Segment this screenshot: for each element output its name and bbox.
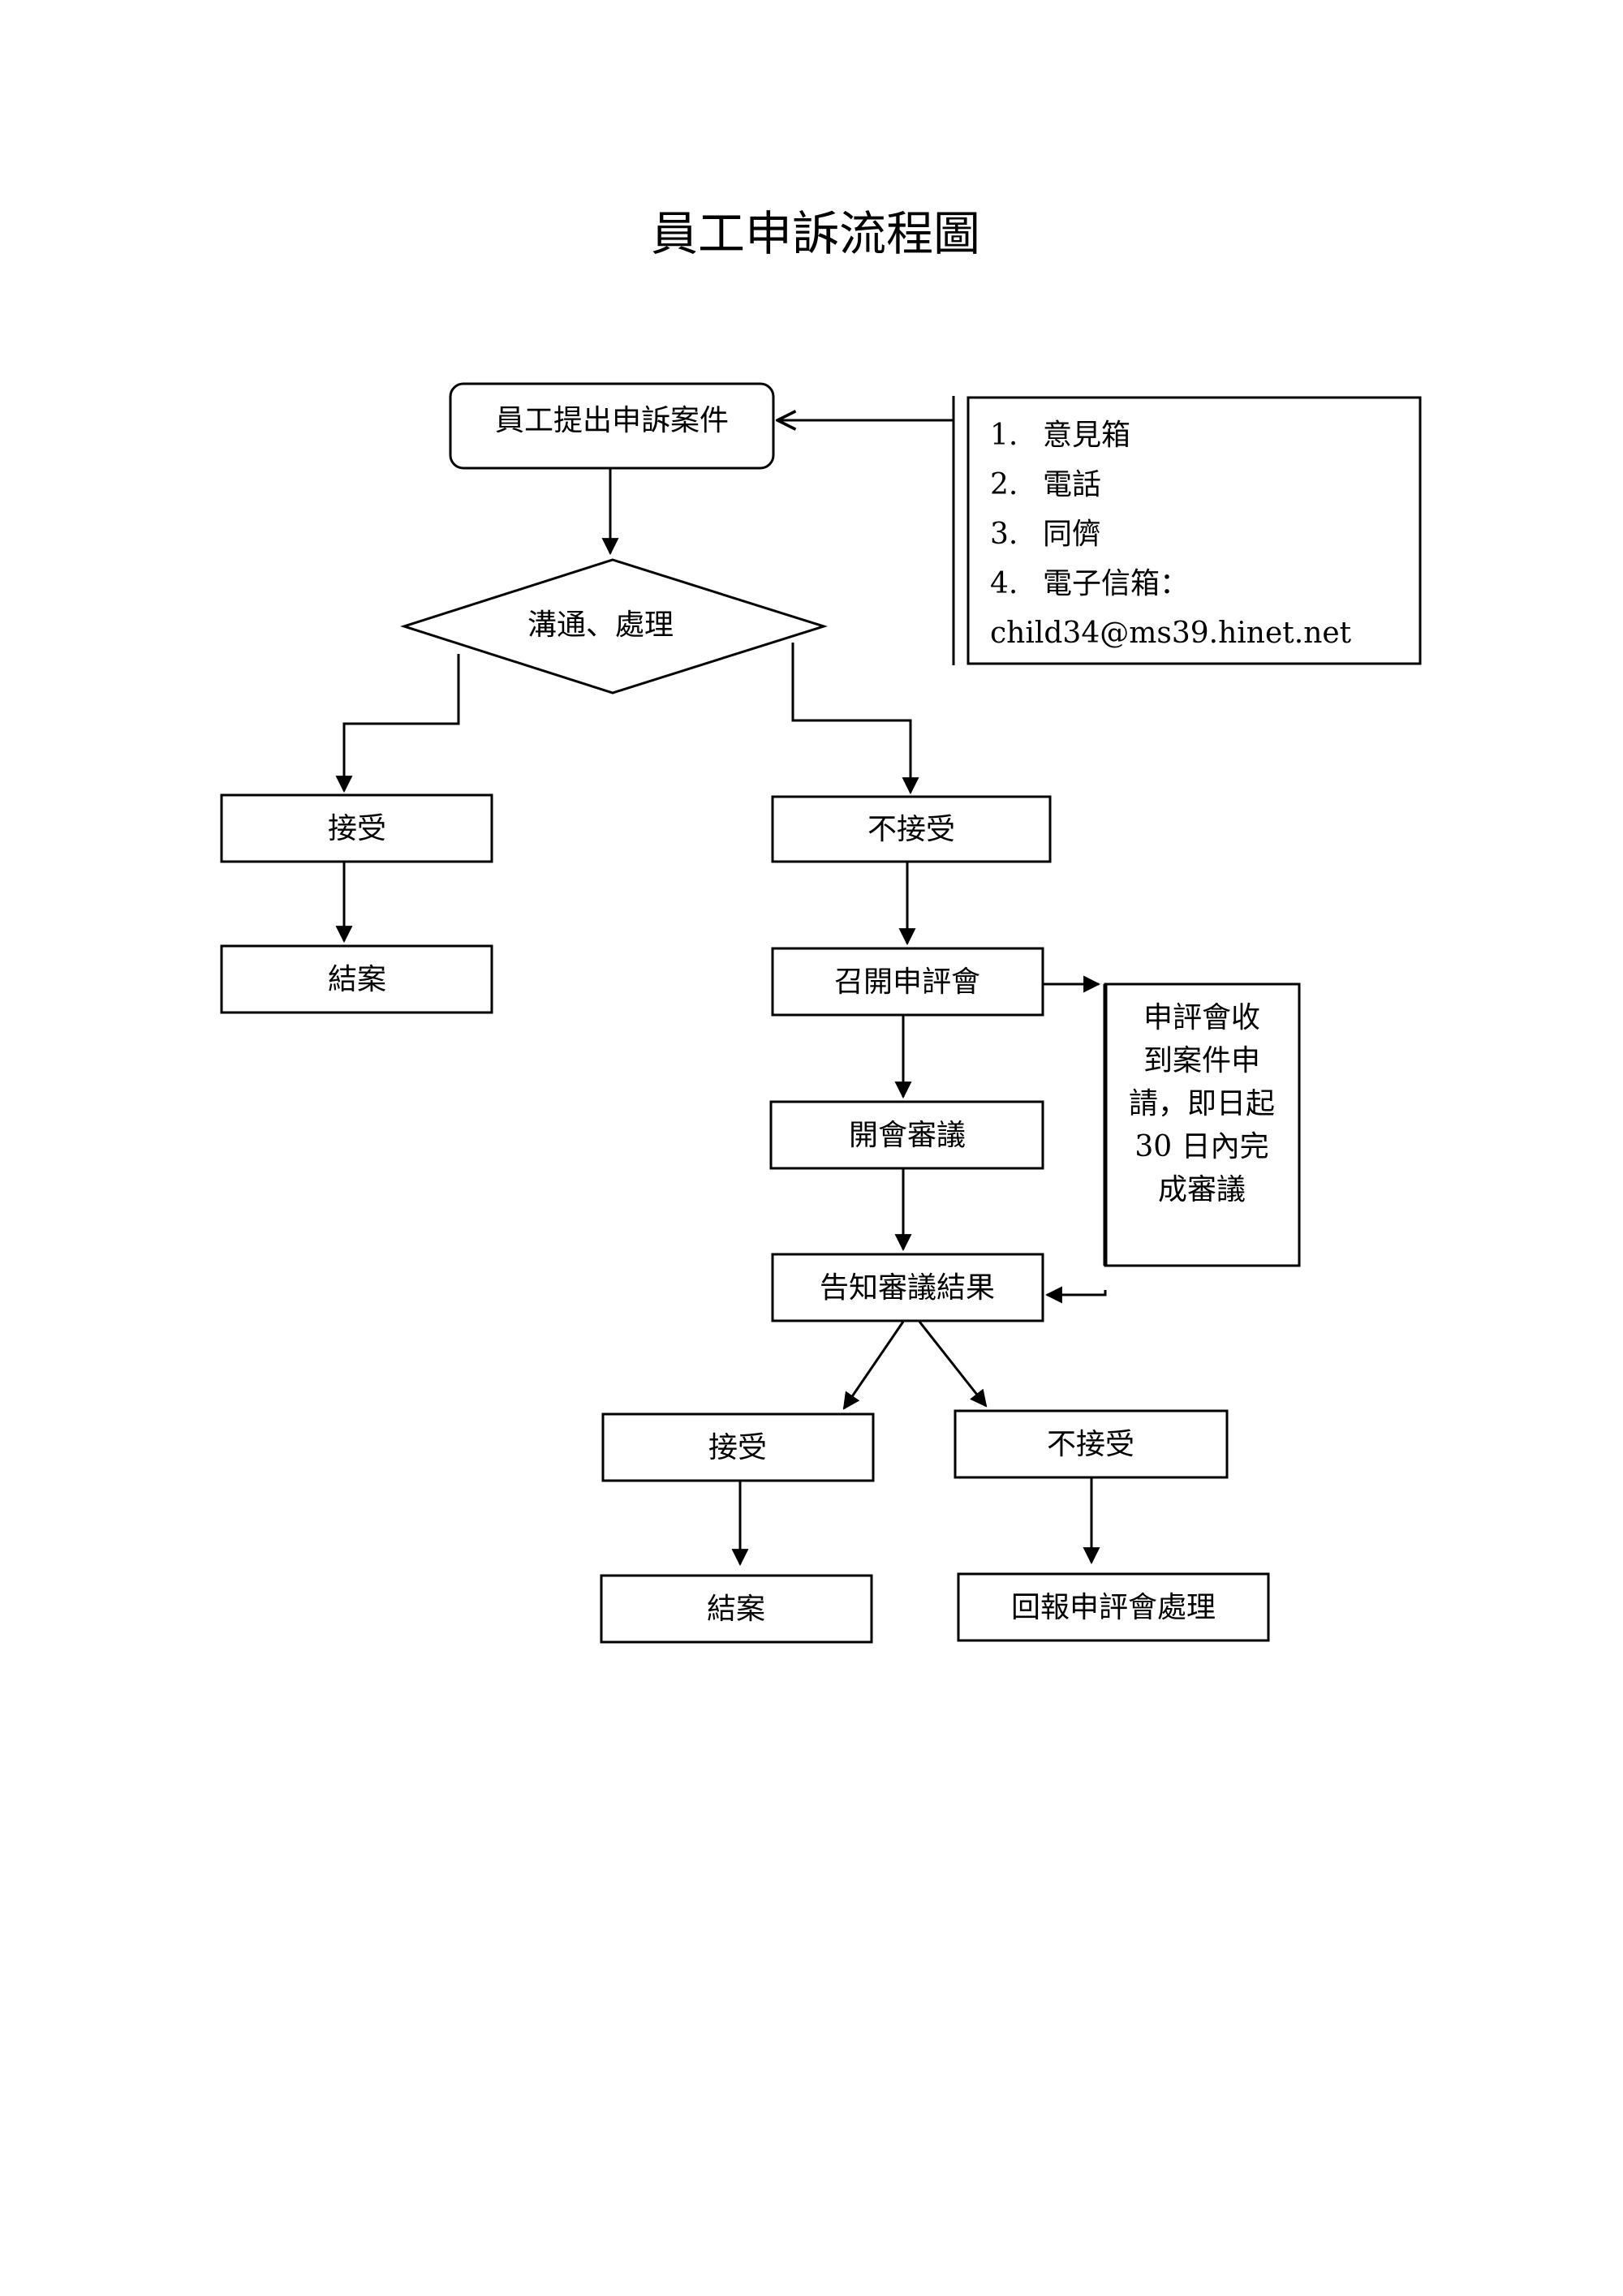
review-label: 開會審議	[849, 1119, 966, 1152]
report-back-node	[957, 1572, 1270, 1642]
channel-2-label: 電話	[1043, 468, 1101, 501]
deadline-note-line-1: 申評會收	[1143, 1001, 1260, 1034]
report-back-label: 回報申評會處理	[1011, 1591, 1216, 1624]
arrow-notify-to-reject	[918, 1321, 988, 1408]
channel-4-number: 4.	[990, 567, 1018, 600]
submit-complaint-node	[449, 382, 775, 470]
communicate-decision-label: 溝通、處理	[527, 608, 674, 642]
close-label-2: 結案	[707, 1593, 765, 1626]
channel-3-label: 同儕	[1043, 518, 1101, 551]
accept-node-1	[220, 793, 493, 863]
deadline-note-line-5: 成審議	[1158, 1173, 1246, 1206]
convene-node	[771, 947, 1044, 1017]
channel-3-number: 3.	[990, 518, 1018, 551]
accept-label-2: 接受	[708, 1431, 767, 1464]
deadline-note-line-4: 30 日內完	[1134, 1130, 1268, 1163]
channel-2-number: 2.	[990, 468, 1018, 501]
reject-label-1: 不接受	[867, 813, 955, 846]
reject-node-2	[954, 1409, 1229, 1479]
accept-label-1: 接受	[328, 812, 386, 845]
arrow-deadline-note-to-notify	[1044, 1286, 1107, 1304]
reject-label-2: 不接受	[1047, 1428, 1134, 1461]
deadline-note-line-2: 到案件申	[1143, 1044, 1260, 1077]
convene-label: 召開申評會	[834, 965, 980, 999]
channel-1-number: 1.	[990, 419, 1018, 452]
channel-4-label: 電子信箱：	[1043, 567, 1189, 600]
close-label-1: 結案	[328, 963, 386, 996]
review-node	[769, 1100, 1044, 1170]
channel-1-label: 意見箱	[1043, 419, 1130, 452]
submit-complaint-label: 員工提出申訴案件	[495, 404, 729, 437]
channel-email: child34@ms39.hinet.net	[990, 617, 1352, 650]
channels-box	[966, 396, 1422, 665]
arrow-notify-to-accept	[842, 1321, 905, 1410]
notify-label: 告知審議結果	[820, 1271, 995, 1305]
page-title: 員工申訴流程圖	[651, 206, 980, 261]
communicate-decision-node	[400, 558, 828, 694]
close-node-1	[220, 944, 493, 1014]
arrow-communicate-to-accept	[335, 654, 460, 793]
accept-node-2	[601, 1412, 875, 1482]
deadline-note-line-3: 請，即日起	[1129, 1087, 1275, 1120]
notify-node	[771, 1253, 1044, 1322]
arrow-communicate-to-reject	[791, 643, 919, 795]
deadline-note-box	[1104, 982, 1301, 1267]
close-node-2	[600, 1574, 873, 1644]
reject-node-1	[771, 795, 1052, 863]
